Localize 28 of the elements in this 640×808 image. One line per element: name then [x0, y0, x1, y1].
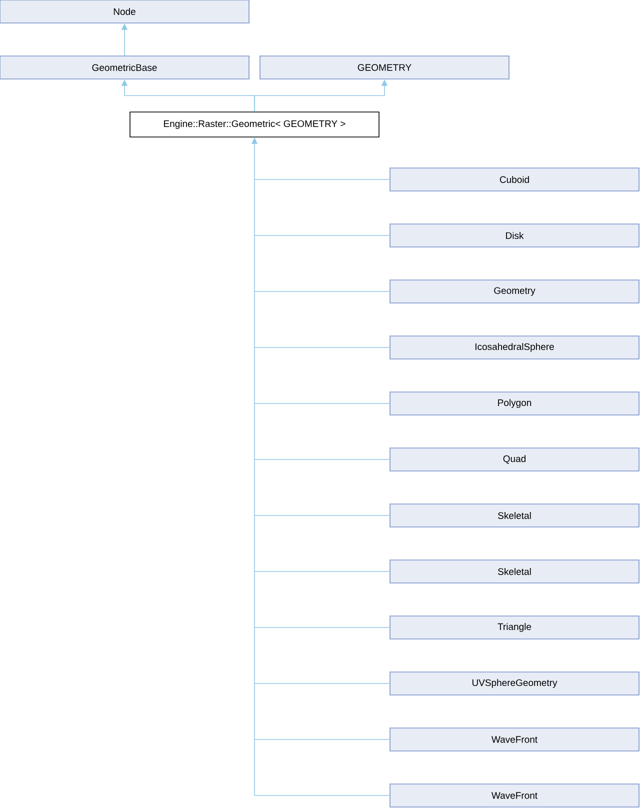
- class-box: GEOMETRY: [260, 56, 510, 80]
- connector-line: [254, 179, 390, 180]
- class-box: Node: [0, 0, 250, 24]
- connector-line: [254, 571, 390, 572]
- connector-line: [254, 347, 390, 348]
- connector-line: [254, 683, 390, 684]
- connector-line: [254, 515, 390, 516]
- class-box: GeometricBase: [0, 56, 250, 80]
- class-box: Geometry: [390, 280, 640, 304]
- class-box: Skeletal: [390, 560, 640, 584]
- connector-line: [254, 235, 390, 236]
- class-box: Triangle: [390, 616, 640, 640]
- class-box: Polygon: [390, 392, 640, 416]
- connector-line: [254, 459, 390, 460]
- class-box: UVSphereGeometry: [390, 672, 640, 696]
- class-box: WaveFront: [390, 784, 640, 808]
- connector-line: [254, 627, 390, 628]
- class-box: Cuboid: [390, 168, 640, 192]
- class-box: WaveFront: [390, 728, 640, 752]
- connector-line: [254, 795, 390, 796]
- class-box: IcosahedralSphere: [390, 336, 640, 360]
- class-box: Quad: [390, 448, 640, 472]
- current-class-box: Engine::Raster::Geometric< GEOMETRY >: [130, 112, 380, 138]
- connector-line: [254, 739, 390, 740]
- connector-line: [254, 291, 390, 292]
- connector-line: [254, 403, 390, 404]
- class-box: Skeletal: [390, 504, 640, 528]
- class-box: Disk: [390, 224, 640, 248]
